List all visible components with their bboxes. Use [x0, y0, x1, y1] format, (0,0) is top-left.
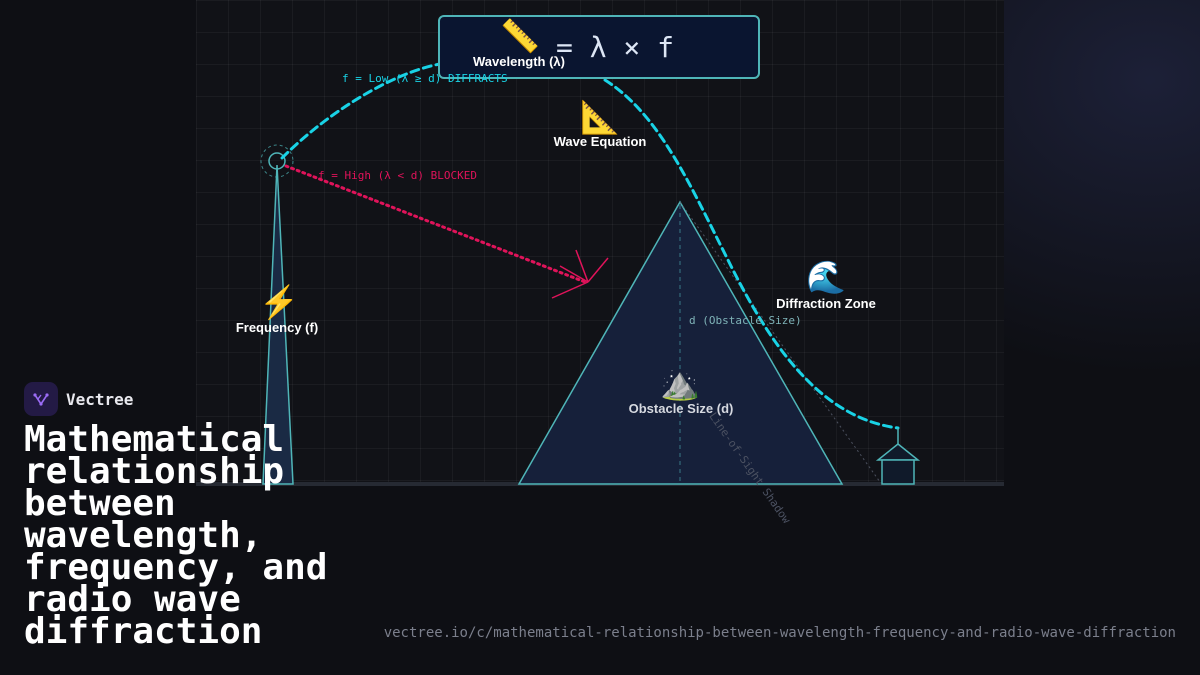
low-frequency-note: f = Low (λ ≥ d) DIFFRACTS: [342, 72, 508, 85]
wavelength-label: Wavelength (λ): [473, 54, 565, 69]
blocked-path: [284, 164, 587, 284]
high-frequency-note: f = High (λ < d) BLOCKED: [318, 169, 477, 182]
shadow-line: [679, 201, 881, 483]
obstacle-dimension-note: d (Obstacle Size): [689, 314, 802, 327]
formula-text: = λ × f: [556, 31, 675, 64]
page-url: vectree.io/c/mathematical-relationship-b…: [383, 625, 1176, 641]
triangle-ruler-icon: 📐: [580, 99, 620, 135]
antenna-emitter: [268, 152, 286, 170]
receiver-house-icon: [875, 428, 921, 485]
wave-icon: 🌊: [806, 259, 846, 295]
brand-name: Vectree: [66, 389, 134, 409]
frequency-label: Frequency (f): [235, 320, 319, 335]
wave-equation-label: Wave Equation: [553, 134, 647, 149]
ruler-icon: 📏: [500, 18, 540, 54]
vectree-logo-icon: [24, 382, 58, 416]
mountain-icon: ⛰️: [660, 365, 700, 401]
blocked-impact-icon: [551, 249, 609, 299]
antenna-tower: [262, 164, 294, 485]
obstacle-size-label: Obstacle Size (d): [628, 401, 734, 416]
lightning-icon: ⚡: [259, 284, 299, 320]
page-title: Mathematical relationship between wavele…: [24, 419, 328, 652]
antenna-emitter-ring: [260, 144, 294, 178]
formula-box: [438, 15, 760, 79]
diffraction-zone-label: Diffraction Zone: [776, 296, 876, 311]
diffraction-path: [280, 62, 900, 430]
brand: Vectree: [24, 382, 133, 416]
diagram-grid-panel: [196, 0, 1004, 486]
